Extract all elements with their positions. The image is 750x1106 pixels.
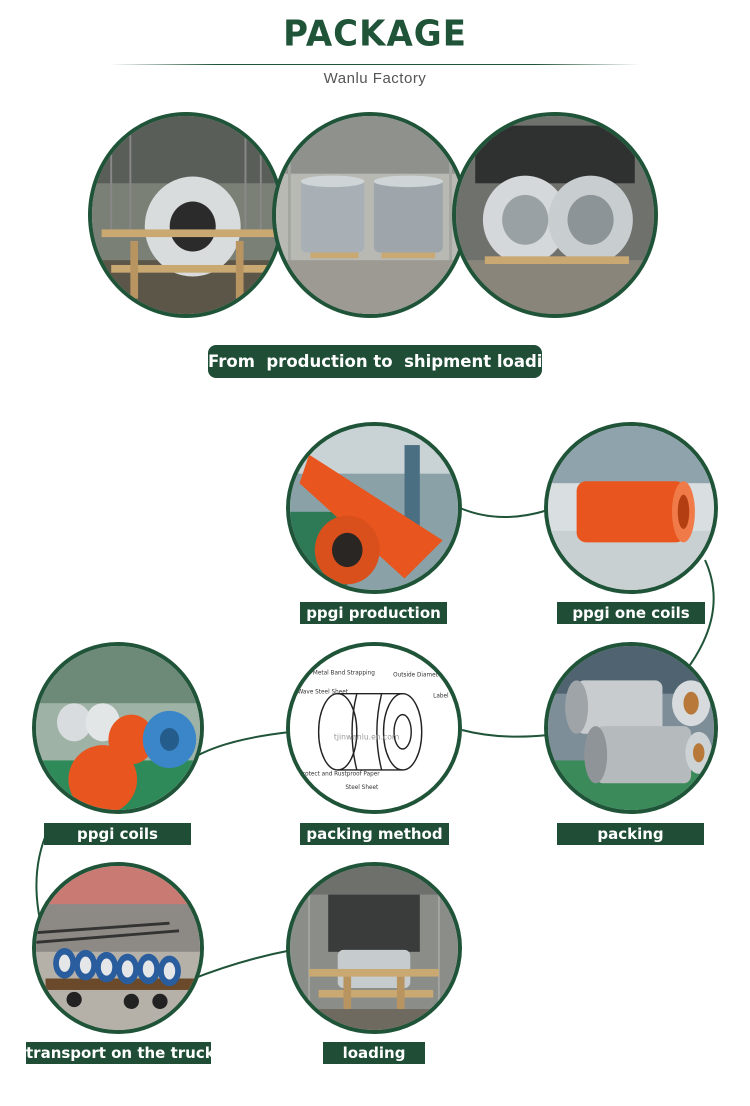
process-banner: From production to shipment loading (208, 345, 566, 378)
diagram-label-label: Label (433, 693, 449, 699)
diagram-label-metal-band: Metal Band Strapping (313, 671, 375, 677)
container-photo-2 (272, 112, 468, 318)
step-loading-photo (286, 862, 462, 1034)
step-transport-photo (32, 862, 204, 1034)
title-divider (110, 64, 640, 65)
diagram-watermark: tjinwanlu.en.com (334, 732, 399, 741)
diagram-label-paper: Protect and Rustproof Paper (300, 772, 381, 778)
page-title: PACKAGE (283, 13, 467, 55)
step-packing-photo (544, 642, 718, 814)
page-subtitle: Wanlu Factory (323, 70, 427, 87)
diagram-label-wave-steel: Wave Steel Sheet (298, 690, 349, 696)
diagram-label-steel-sheet: Steel Sheet (345, 785, 379, 791)
step-label-ppgi-production: ppgi production (300, 602, 447, 624)
container-photo-3 (452, 112, 658, 318)
step-label-ppgi-one-coils: ppgi one coils (557, 602, 705, 624)
step-ppgi-production-photo (286, 422, 462, 594)
step-packing-method-diagram: Metal Band Strapping Outside Diameter La… (286, 642, 462, 814)
step-ppgi-one-coils-photo (544, 422, 718, 594)
step-ppgi-coils-photo (32, 642, 204, 814)
diagram-label-outside-diameter: Outside Diameter (393, 673, 444, 679)
container-photo-1 (88, 112, 284, 318)
step-label-transport: transport on the truck (26, 1042, 215, 1064)
step-label-packing-method: packing method (300, 823, 449, 845)
step-label-packing: packing (557, 823, 704, 845)
step-label-loading: loading (323, 1042, 425, 1064)
step-label-ppgi-coils: ppgi coils (44, 823, 191, 845)
